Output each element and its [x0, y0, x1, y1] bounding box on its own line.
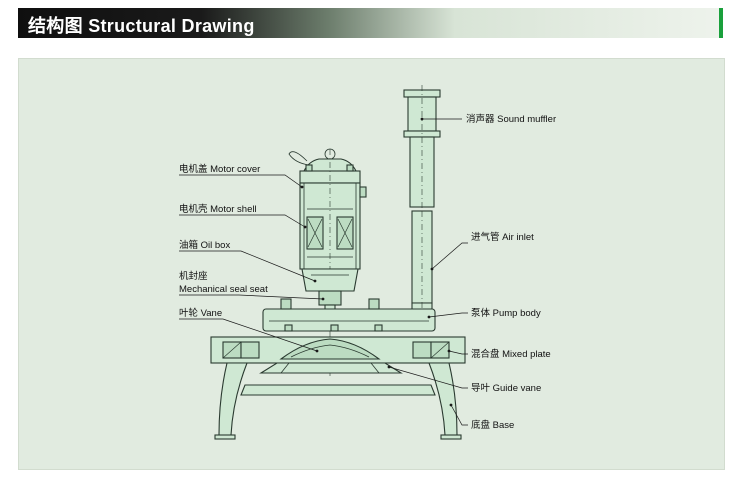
sound-muffler	[403, 85, 441, 211]
leader-lines	[179, 117, 468, 426]
motor-cover	[288, 148, 361, 184]
label-vane: 叶轮 Vane	[179, 307, 222, 319]
structural-drawing: 消声器 Sound muffler 电机盖 Motor cover 电机壳 Mo…	[179, 85, 556, 440]
label-guide-vane: 导叶 Guide vane	[471, 383, 541, 394]
label-pump-body: 泵体 Pump body	[471, 307, 541, 319]
drawing-panel: 消声器 Sound muffler 电机盖 Motor cover 电机壳 Mo…	[18, 58, 725, 470]
label-motor-cover: 电机盖 Motor cover	[179, 163, 260, 175]
label-oil-box: 油箱 Oil box	[179, 239, 230, 251]
label-mixed-plate: 混合盘 Mixed plate	[471, 348, 551, 360]
label-mechanical-seal-en: Mechanical seal seat	[179, 284, 268, 295]
label-sound-muffler: 消声器 Sound muffler	[466, 113, 556, 125]
pump-body	[262, 298, 436, 332]
base	[214, 362, 462, 440]
oil-box	[301, 268, 359, 292]
header-bar: 结构图 Structural Drawing	[18, 8, 723, 38]
label-base: 底盘 Base	[471, 419, 514, 431]
page-title: 结构图 Structural Drawing	[28, 16, 255, 36]
guide-vane	[259, 362, 403, 374]
label-air-inlet: 进气管 Air inlet	[471, 231, 534, 243]
vane	[279, 338, 381, 360]
header-accent-stripe	[719, 8, 723, 38]
label-mechanical-seal-cn: 机封座	[179, 270, 208, 282]
label-motor-shell: 电机壳 Motor shell	[179, 203, 257, 215]
motor-shell	[299, 149, 367, 379]
